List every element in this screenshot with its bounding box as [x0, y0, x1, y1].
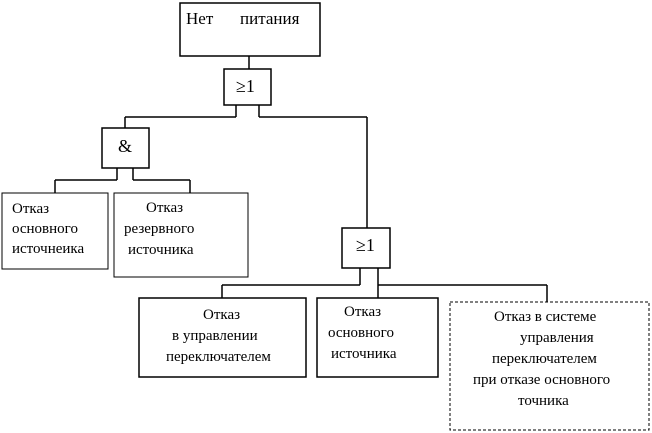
gate-top-or-label: ≥1: [236, 76, 255, 96]
top-event-word1: Нет: [186, 9, 214, 28]
event-switch-control-fail-line2: в управлении: [172, 328, 258, 344]
event-switch-control-fail: Отказ в управлении переключателем: [138, 297, 307, 378]
event-main-source-fail-line3: источнеика: [12, 241, 84, 257]
event-switch-system-fail-line1: Отказ в системе: [494, 309, 597, 325]
gate-and-label: &: [118, 136, 132, 156]
gate-and: &: [101, 127, 150, 169]
top-event: Нет питания: [179, 2, 321, 57]
event-switch-control-fail-line1: Отказ: [203, 307, 240, 323]
event-main-source-fail-line1: Отказ: [12, 201, 49, 217]
connector-lines: [54, 56, 548, 302]
gate-lower-or: ≥1: [341, 227, 391, 269]
event-reserve-source-fail-line1: Отказ: [146, 200, 183, 216]
event-reserve-source-fail-line2: резервного: [124, 221, 194, 237]
event-main-source-fail-2-line3: источника: [331, 346, 397, 362]
event-main-source-fail-line2: основного: [12, 221, 78, 237]
gate-lower-or-label: ≥1: [356, 235, 375, 255]
event-reserve-source-fail: Отказ резервного источника: [113, 192, 249, 278]
top-event-word2: питания: [240, 9, 300, 28]
event-switch-system-fail: Отказ в системе управления переключателе…: [449, 301, 650, 431]
event-reserve-source-fail-line3: источника: [128, 242, 194, 258]
event-main-source-fail-2: Отказ основного источника: [316, 297, 439, 378]
event-main-source-fail: Отказ основного источнеика: [1, 192, 109, 270]
event-switch-system-fail-line2: управления: [520, 330, 594, 346]
gate-top-or: ≥1: [223, 68, 272, 106]
event-switch-system-fail-line4: при отказе основного: [473, 372, 610, 388]
event-switch-system-fail-line3: переключателем: [492, 351, 597, 367]
event-main-source-fail-2-line2: основного: [328, 325, 394, 341]
event-switch-system-fail-line5: точника: [518, 393, 569, 409]
event-main-source-fail-2-line1: Отказ: [344, 304, 381, 320]
event-switch-control-fail-line3: переключателем: [166, 349, 271, 365]
